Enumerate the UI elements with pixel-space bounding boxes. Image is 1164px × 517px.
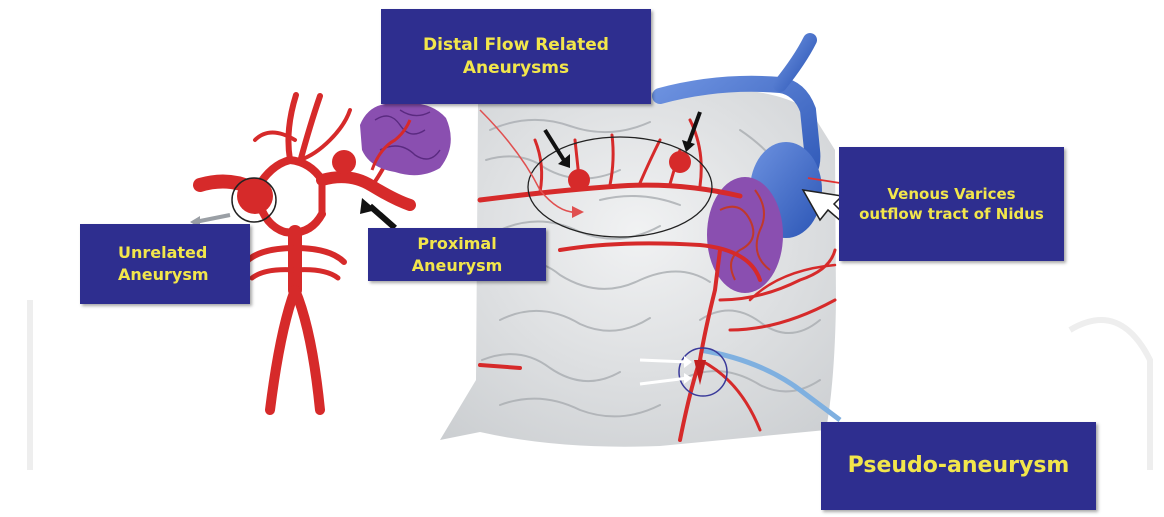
proximal-aneurysm-label: Proximal Aneurysm <box>368 228 546 281</box>
proximal-aneurysm-text: Proximal Aneurysm <box>412 233 503 276</box>
venous-varices-label: Venous Varices outflow tract of Nidus <box>839 147 1064 261</box>
pseudo-aneurysm-label: Pseudo-aneurysm <box>821 422 1096 510</box>
distal-flow-aneurysms-text: Distal Flow Related Aneurysms <box>423 34 609 80</box>
willis-avm-nidus <box>360 103 451 175</box>
venous-varices-text: Venous Varices outflow tract of Nidus <box>859 184 1044 225</box>
unrelated-aneurysm-label: Unrelated Aneurysm <box>80 224 250 304</box>
unrelated-aneurysm-text: Unrelated Aneurysm <box>118 242 209 285</box>
pseudo-aneurysm-text: Pseudo-aneurysm <box>848 451 1070 481</box>
distal-flow-aneurysms-label: Distal Flow Related Aneurysms <box>381 9 651 104</box>
